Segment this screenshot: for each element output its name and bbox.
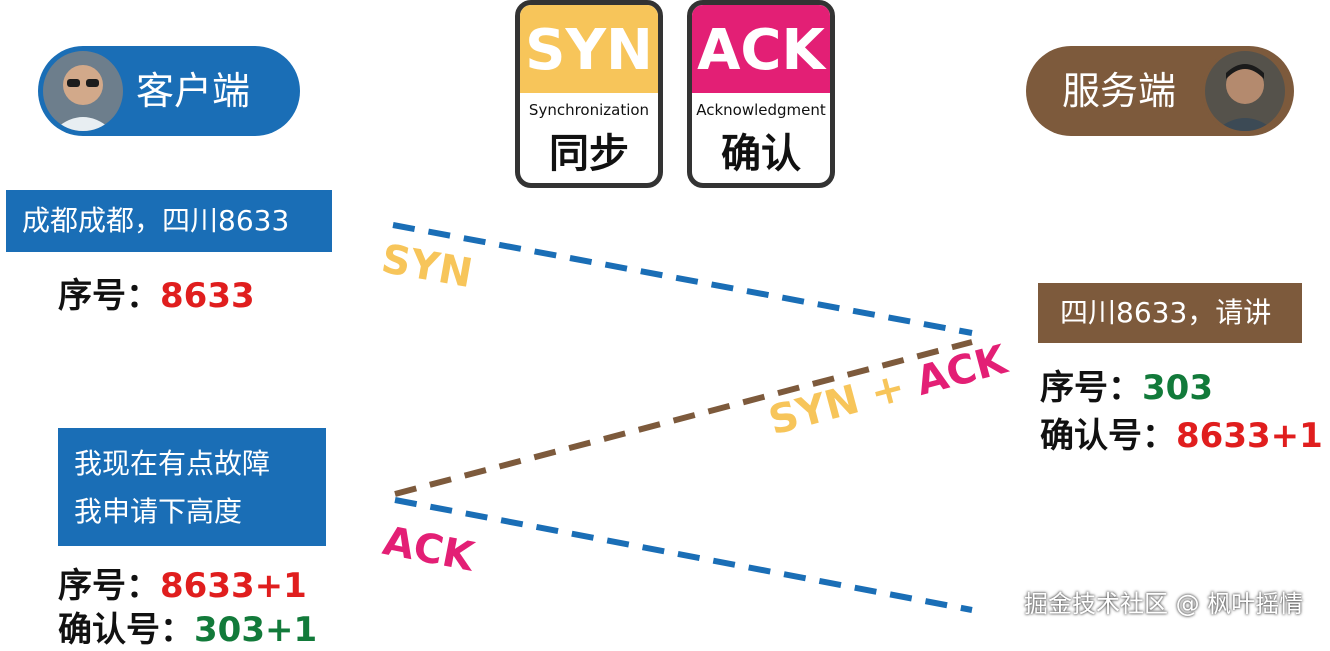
client-message-2: 我现在有点故障 我申请下高度 (58, 428, 326, 546)
seq-value: 8633+1 (160, 566, 307, 606)
server-ack: 确认号：8633+1 (1040, 408, 1323, 457)
syn-card-title: SYN (520, 5, 658, 93)
client-avatar (40, 48, 126, 134)
ack-card: ACK Acknowledgment 确认 (687, 0, 835, 188)
server-label: 服务端 (1062, 69, 1177, 113)
server-message-1: 四川8633，请讲 (1038, 283, 1302, 343)
ack-card-title: ACK (692, 5, 830, 93)
ack-value: 8633+1 (1176, 416, 1323, 456)
ack-card-chinese: 确认 (721, 131, 801, 177)
client-message-1: 成都成都，四川8633 (6, 190, 332, 252)
seq-label: 序号： (58, 566, 160, 606)
client-seq-1: 序号：8633 (58, 268, 255, 317)
client-seq-2: 序号：8633+1 (58, 558, 307, 607)
ack-label: 确认号： (58, 610, 194, 650)
syn-card: SYN Synchronization 同步 (515, 0, 663, 188)
client-message-2-line-2: 我申请下高度 (74, 495, 243, 528)
syn-card-chinese: 同步 (549, 131, 629, 177)
ack-value: 303+1 (194, 610, 318, 650)
syn-card-subtitle: Synchronization (528, 101, 650, 119)
synack-line (394, 339, 973, 497)
seq-label: 序号： (58, 276, 160, 316)
seq-label: 序号： (1040, 368, 1142, 408)
client-message-2-line-1: 我现在有点故障 (74, 447, 271, 480)
seq-value: 8633 (160, 276, 255, 316)
client-ack-2: 确认号：303+1 (58, 602, 317, 651)
client-label: 客户端 (136, 69, 251, 113)
handshake-lines (392, 222, 973, 613)
ack-label: 确认号： (1040, 416, 1176, 456)
ack-card-subtitle: Acknowledgment (696, 101, 826, 119)
server-seq: 序号：303 (1040, 360, 1213, 409)
syn-line (392, 222, 973, 336)
ack-line (394, 497, 973, 613)
watermark: 掘金技术社区 @ 枫叶摇情 (1024, 590, 1304, 618)
seq-value: 303 (1142, 368, 1213, 408)
server-avatar (1202, 48, 1288, 134)
